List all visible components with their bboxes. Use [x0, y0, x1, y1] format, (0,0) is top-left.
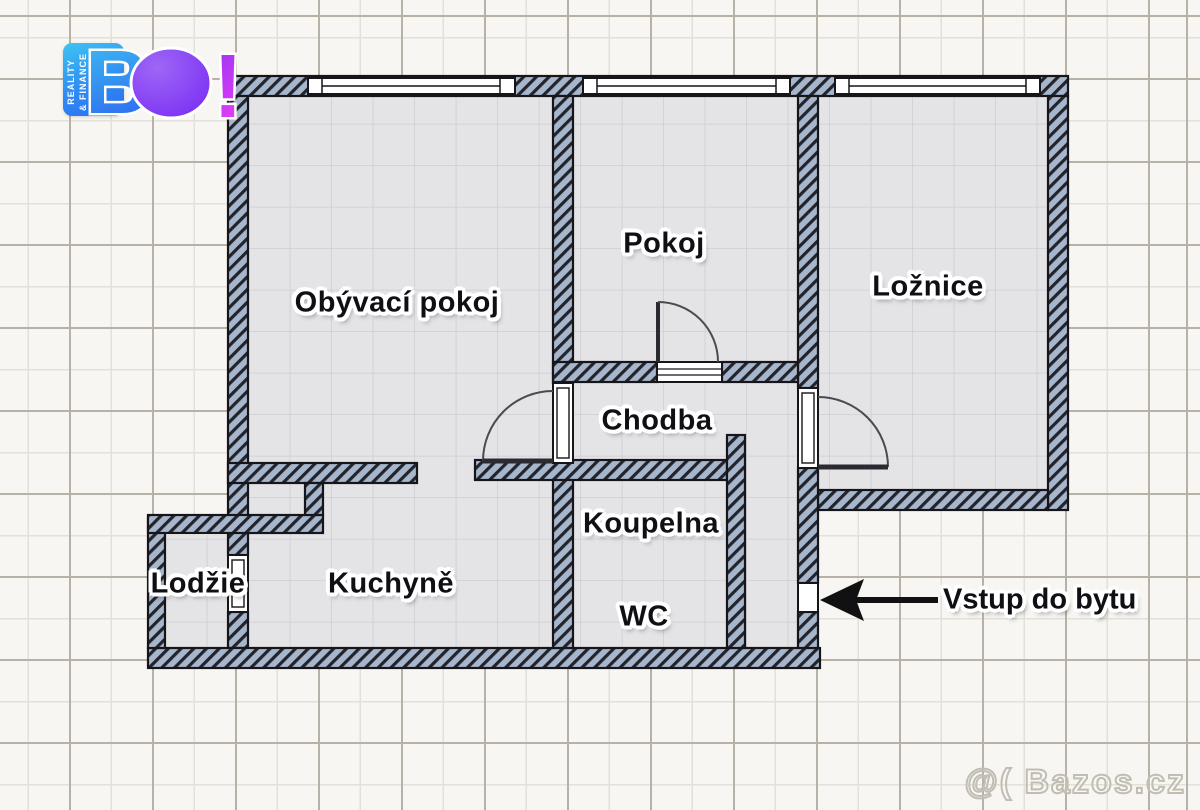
room-label-wc: WC — [619, 600, 669, 633]
brand-wordmark: B ! — [83, 40, 246, 132]
wall-east-vertical-upper — [796, 94, 820, 390]
room-label-bedroom: Ložnice — [872, 270, 984, 303]
window-bedroom — [834, 77, 1041, 95]
window-room — [582, 77, 791, 95]
wall-mid-vertical-lower — [551, 461, 575, 650]
room-label-kitchen: Kuchyně — [328, 567, 454, 600]
window-livingroom — [307, 77, 516, 95]
wall-right — [1046, 94, 1070, 512]
wall-bathroom-right — [725, 433, 747, 650]
brand-badge: REALITY & FINANCE — [63, 43, 124, 116]
entrance-annotation: Vstup do bytu — [943, 583, 1137, 616]
room-label-bathroom: Koupelna — [582, 507, 720, 540]
wall-left-lower — [226, 610, 250, 650]
door-livingroom-hallway — [482, 382, 574, 464]
wall-loggia-top-shaft-bar — [146, 513, 325, 535]
room-label-room: Pokoj — [623, 227, 705, 260]
watermark-bazos: @( Bazos.cz — [964, 762, 1186, 802]
wall-room-bottom-right — [720, 360, 800, 384]
door-room-hallway — [656, 301, 723, 383]
wall-mid-vertical-upper — [551, 94, 575, 385]
door-bedroom-hallway — [797, 387, 889, 470]
wall-east-vertical-mid — [796, 466, 820, 585]
brand-logo: REALITY & FINANCE B ! — [63, 40, 263, 132]
room-label-hallway: Chodba — [601, 404, 713, 437]
door-loggia — [227, 554, 249, 613]
wall-room-bottom-left — [551, 360, 659, 384]
room-label-loggia: Lodžie — [150, 567, 246, 600]
doors — [227, 301, 889, 613]
room-label-living-room: Obývací pokoj — [294, 286, 500, 319]
door-entrance-opening — [797, 582, 819, 613]
wall-livingroom-bottom — [226, 461, 419, 485]
wall-bedroom-bottom — [816, 488, 1050, 512]
wall-shaft-connector — [303, 481, 325, 517]
brand-letter-o-dot — [129, 46, 213, 120]
entrance-arrow — [820, 579, 938, 621]
windows — [307, 77, 1041, 95]
brand-exclamation: ! — [213, 40, 243, 132]
wall-bottom — [146, 646, 822, 670]
wall-east-vertical-lower — [796, 610, 820, 650]
wall-left-upper — [226, 94, 250, 557]
